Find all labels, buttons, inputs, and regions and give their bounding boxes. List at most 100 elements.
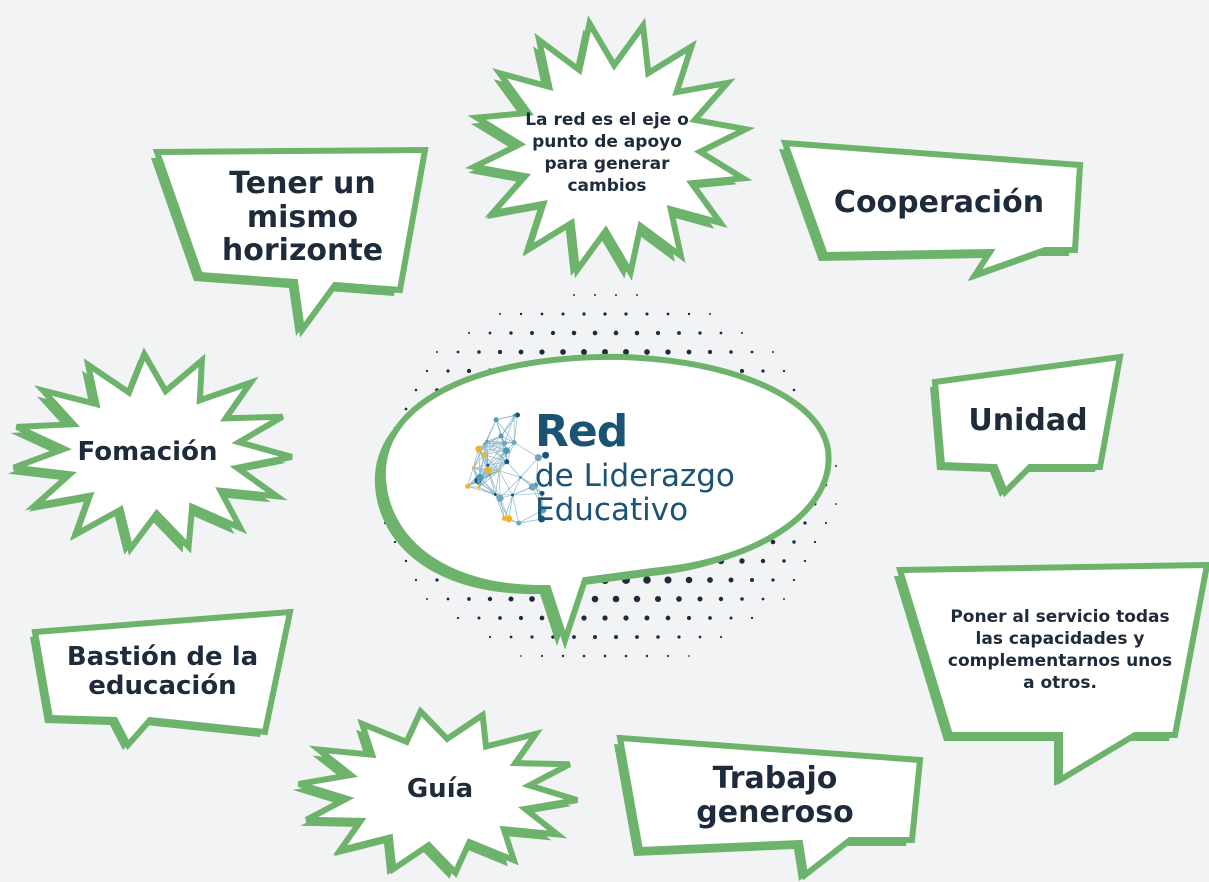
halftone-dot	[561, 654, 565, 658]
halftone-dot	[487, 596, 493, 602]
network-node	[496, 494, 504, 502]
halftone-dot	[685, 576, 693, 584]
halftone-dot	[435, 578, 439, 582]
network-link	[495, 419, 502, 437]
halftone-dot	[467, 331, 471, 335]
network-link	[478, 435, 502, 450]
halftone-dot	[519, 312, 523, 316]
bubble-top-right	[779, 139, 1084, 281]
halftone-dot	[623, 615, 629, 621]
logo-subtitle-line2: Educativo	[535, 492, 689, 528]
network-node	[497, 469, 501, 473]
network-link	[512, 486, 533, 496]
network-link	[473, 467, 490, 476]
halftone-dot	[750, 350, 754, 354]
bubble-text-mid-right: Unidad	[968, 403, 1088, 439]
halftone-dot	[835, 503, 837, 505]
network-node	[486, 463, 490, 467]
halftone-dot	[539, 615, 545, 621]
halftone-dot	[739, 368, 745, 374]
network-node	[511, 493, 515, 497]
halftone-dot	[697, 596, 703, 602]
network-link	[506, 442, 515, 462]
halftone-dot	[561, 312, 565, 316]
network-node	[504, 459, 510, 465]
halftone-dot	[592, 330, 598, 336]
halftone-dot	[572, 635, 576, 639]
halftone-dot	[518, 349, 524, 355]
halftone-dot	[582, 654, 586, 658]
halftone-dot	[582, 312, 586, 316]
halftone-dot	[719, 331, 723, 335]
network-link	[506, 461, 521, 478]
starburst-top-center	[464, 15, 756, 281]
halftone-dot	[540, 312, 544, 316]
network-link	[484, 454, 507, 463]
halftone-dot	[644, 349, 650, 355]
bubble-text-bottom-left: Guía	[406, 774, 474, 805]
halftone-dot	[644, 615, 650, 621]
network-link	[495, 419, 515, 443]
network-node	[484, 467, 492, 474]
network-node	[512, 413, 516, 417]
halftone-dot	[509, 331, 513, 335]
starburst-bottom-left	[297, 706, 579, 878]
halftone-dot	[425, 369, 429, 373]
halftone-dot	[456, 350, 460, 354]
halftone-dot	[792, 388, 796, 392]
network-link	[479, 454, 485, 478]
bubble-text-top-center: La red es el eje o punto de apoyo para g…	[525, 109, 689, 197]
halftone-dot	[591, 595, 599, 603]
halftone-dot	[498, 616, 502, 620]
halftone-dot	[466, 368, 472, 374]
halftone-dot	[614, 635, 618, 639]
halftone-dot	[654, 595, 662, 603]
halftone-dot	[520, 655, 522, 657]
halftone-dot	[666, 312, 670, 316]
network-link	[484, 443, 507, 451]
bubble-text-top-right: Cooperación	[833, 185, 1045, 221]
center-speech-bubble	[374, 353, 832, 650]
halftone-dot	[530, 635, 534, 639]
network-link	[486, 440, 515, 443]
network-globe-icon	[465, 412, 550, 526]
halftone-dot	[783, 598, 785, 600]
halftone-dot	[436, 351, 438, 353]
network-link	[478, 481, 501, 499]
halftone-dot	[792, 540, 796, 544]
halftone-dot	[656, 635, 660, 639]
halftone-dot	[698, 331, 702, 335]
network-link	[486, 441, 508, 463]
halftone-dot	[761, 597, 765, 601]
halftone-dot	[404, 559, 408, 563]
halftone-dot	[750, 616, 754, 620]
bubble-text-top-left: Tener un mismo horizonte	[221, 166, 384, 269]
halftone-dot	[603, 654, 607, 658]
halftone-dot	[624, 654, 628, 658]
network-node	[538, 515, 546, 523]
bubble-text-lower-left: Bastión de la educación	[66, 641, 259, 701]
halftone-dot	[803, 521, 807, 525]
halftone-dot	[718, 596, 724, 602]
network-node	[465, 483, 471, 489]
halftone-dot	[707, 349, 713, 355]
halftone-dot	[688, 655, 690, 657]
halftone-dot	[414, 578, 418, 582]
network-node	[534, 454, 542, 462]
halftone-dot	[770, 539, 776, 545]
halftone-dot	[508, 596, 514, 602]
network-link	[487, 461, 507, 466]
network-node	[488, 473, 492, 477]
network-node	[505, 515, 513, 523]
halftone-dot	[708, 616, 712, 620]
halftone-dot	[664, 576, 672, 584]
halftone-dot	[719, 635, 723, 639]
halftone-dot	[739, 558, 745, 564]
halftone-dot	[602, 615, 608, 621]
halftone-dot	[633, 595, 641, 603]
halftone-dot	[772, 351, 774, 353]
network-link	[513, 442, 539, 458]
network-link	[499, 498, 510, 519]
halftone-dot	[740, 597, 744, 601]
